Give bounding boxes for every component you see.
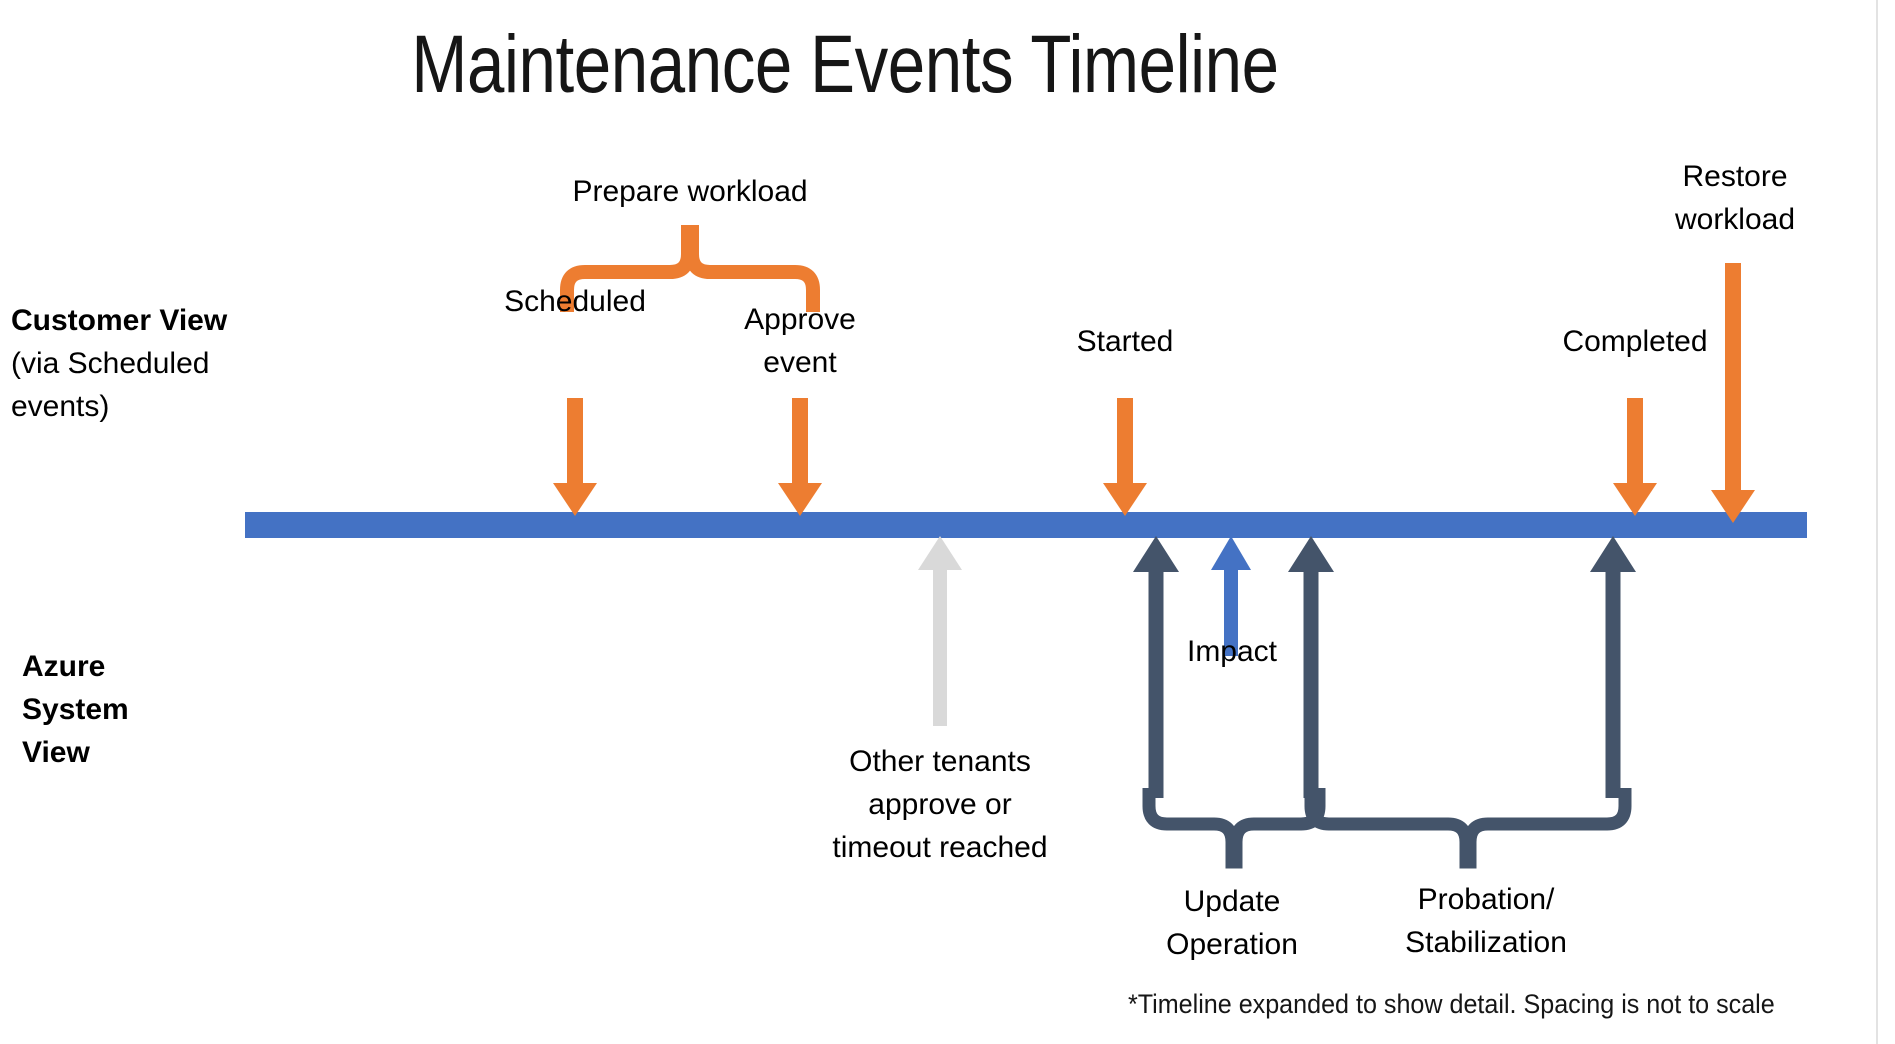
arrow-scheduled	[553, 398, 597, 516]
event-label-started: Started	[1076, 325, 1174, 358]
page-edge-divider	[1876, 0, 1878, 1044]
lane-label-customer-view-sub: (via Scheduled events)	[11, 347, 210, 423]
lane-label-customer-view-strong: Customer View	[11, 304, 228, 337]
brace-label-prepare-workload: Prepare workload	[572, 175, 808, 208]
arrow-completed	[1613, 398, 1657, 516]
arrow-other-tenants	[918, 536, 962, 726]
event-label-approve-event: Approve event	[744, 303, 856, 379]
lane-label-azure-system-view: Azure System View	[22, 645, 272, 774]
brace-label-update-operation: Update Operation	[1166, 885, 1298, 961]
event-label-restore-workload: Restore workload	[1674, 160, 1796, 236]
event-label-impact: Impact	[1186, 635, 1278, 668]
arrow-update-start	[1133, 536, 1179, 798]
page-title: Maintenance Events Timeline	[411, 19, 1279, 110]
lane-label-azure-system-view-strong: Azure System View	[22, 650, 129, 769]
event-label-scheduled: Scheduled	[504, 285, 646, 318]
timeline-bar	[245, 512, 1807, 538]
arrow-restore-workload	[1711, 263, 1755, 523]
arrow-impact	[1211, 536, 1251, 656]
brace-label-probation-stabilization: Probation/ Stabilization	[1405, 883, 1567, 959]
arrow-approve-event	[778, 398, 822, 516]
footnote-text: *Timeline expanded to show detail. Spaci…	[1128, 989, 1775, 1019]
arrow-started	[1103, 398, 1147, 516]
event-label-completed: Completed	[1562, 325, 1708, 358]
lane-label-customer-view: Customer View (via Scheduled events)	[11, 299, 261, 428]
brace-probation-stabilization	[1304, 788, 1632, 869]
brace-prepare-workload	[560, 225, 820, 312]
arrow-probation-end	[1590, 536, 1636, 798]
event-label-other-tenants: Other tenants approve or timeout reached	[832, 745, 1048, 864]
brace-update-operation	[1142, 788, 1326, 869]
arrow-update-end	[1288, 536, 1334, 798]
